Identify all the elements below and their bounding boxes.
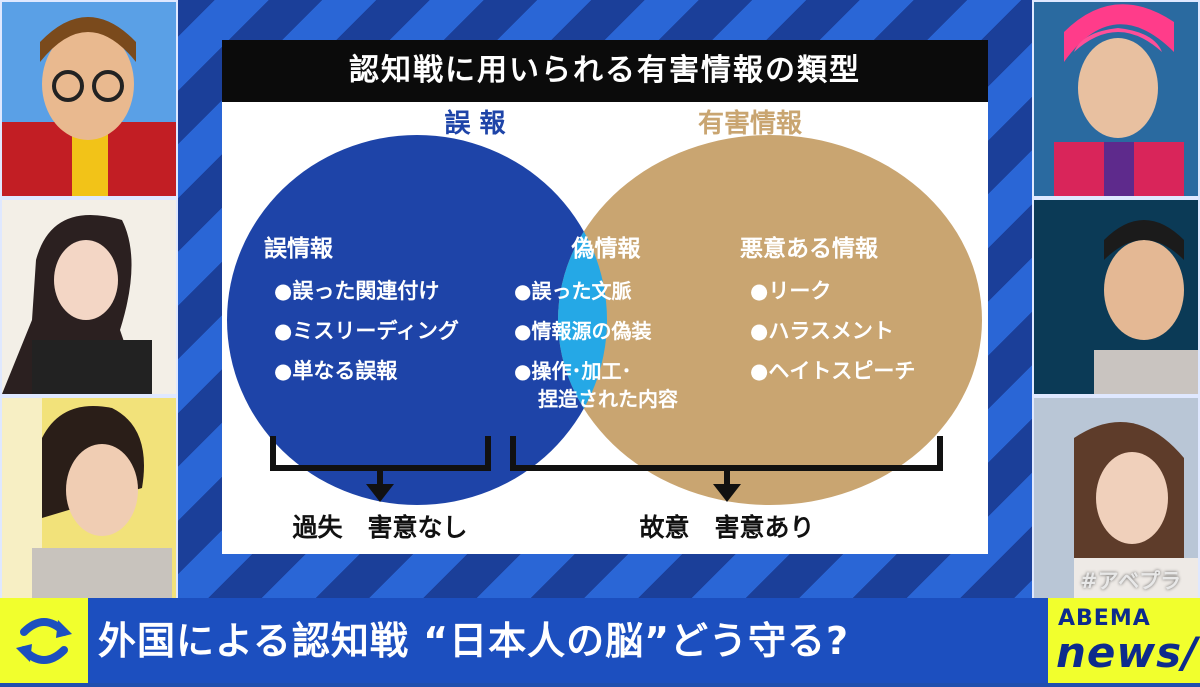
misinfo-item-3: ●単なる誤報	[274, 359, 398, 383]
right-arrow-icon	[713, 484, 741, 502]
disinfo-item-3-cont: 捏造された内容	[538, 387, 678, 411]
label-harmful-info: 有害情報	[698, 108, 803, 139]
hashtag-label: #アベプラ	[1080, 569, 1182, 593]
caption-bar	[0, 598, 1200, 683]
heading-disinformation: 偽情報	[571, 235, 642, 262]
heading-misinformation: 誤情報	[264, 235, 334, 262]
misinfo-item-1: ●誤った関連付け	[274, 279, 439, 303]
venn-diagram: 誤 報 有害情報 誤情報 ●誤った関連付け ●ミスリーディング ●単なる誤報 偽…	[227, 108, 982, 542]
diagram-board: 誤 報 有害情報 誤情報 ●誤った関連付け ●ミスリーディング ●単なる誤報 偽…	[222, 40, 988, 554]
disinfo-item-1: ●誤った文脈	[514, 279, 631, 303]
logo-text-abema: ABEMA	[1058, 606, 1151, 631]
panelist-camera-3	[0, 396, 178, 602]
panelist-camera-6	[1032, 396, 1200, 602]
disinfo-item-2: ●情報源の偽装	[514, 319, 651, 343]
abema-news-logo	[1048, 598, 1200, 683]
malinfo-item-2: ●ハラスメント	[750, 319, 894, 343]
right-circle	[558, 135, 982, 505]
logo-text-news: news/	[1056, 628, 1199, 677]
label-misreport: 誤 報	[444, 108, 506, 139]
left-circle	[227, 135, 607, 505]
panelist-camera-5	[1032, 198, 1200, 396]
board-title: 認知戦に用いられる有害情報の類型	[222, 40, 988, 102]
misinfo-item-2: ●ミスリーディング	[274, 319, 459, 343]
malinfo-item-3: ●ヘイトスピーチ	[750, 359, 915, 383]
heading-malinformation: 悪意ある情報	[740, 235, 879, 262]
malinfo-item-1: ●リーク	[750, 279, 831, 303]
panelist-camera-1	[0, 0, 178, 198]
headline-caption: 外国による認知戦 “日本人の脳”どう守る?	[98, 619, 850, 663]
panelist-camera-2	[0, 198, 178, 396]
disinfo-item-3: ●操作･加工･	[514, 359, 631, 383]
bracket-label-intentional: 故意 害意あり	[639, 513, 814, 542]
left-arrow-icon	[366, 484, 394, 502]
bracket-label-negligence: 過失 害意なし	[292, 513, 467, 542]
refresh-arrows-icon	[0, 598, 88, 683]
panelist-camera-4	[1032, 0, 1200, 198]
